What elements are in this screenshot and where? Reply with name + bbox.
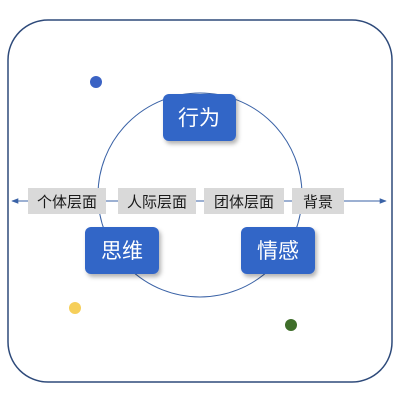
level-box — [28, 188, 106, 214]
level-box — [204, 188, 284, 214]
level-text: 个体层面 — [37, 193, 97, 211]
level-label-renji: 人际层面 — [118, 188, 196, 214]
level-label-tuanti: 团体层面 — [204, 188, 284, 214]
node-box — [241, 227, 315, 274]
level-box — [292, 188, 344, 214]
level-text: 人际层面 — [127, 193, 187, 211]
node-box — [85, 227, 159, 274]
level-label-beijing: 背景 — [292, 188, 344, 214]
level-label-geti: 个体层面 — [28, 188, 106, 214]
node-xingwei: 行为 — [163, 94, 236, 141]
decor-dot-blue — [90, 76, 102, 88]
node-label: 情感 — [257, 239, 299, 263]
node-box — [163, 94, 236, 141]
level-text: 团体层面 — [214, 193, 274, 211]
decor-dot-green — [285, 319, 297, 331]
node-label: 思维 — [101, 239, 143, 263]
node-qinggan: 情感 — [241, 227, 315, 274]
node-label: 行为 — [178, 106, 220, 130]
level-text: 背景 — [303, 193, 333, 211]
decor-dot-yellow — [69, 302, 81, 314]
level-box — [118, 188, 196, 214]
node-siwei: 思维 — [85, 227, 159, 274]
